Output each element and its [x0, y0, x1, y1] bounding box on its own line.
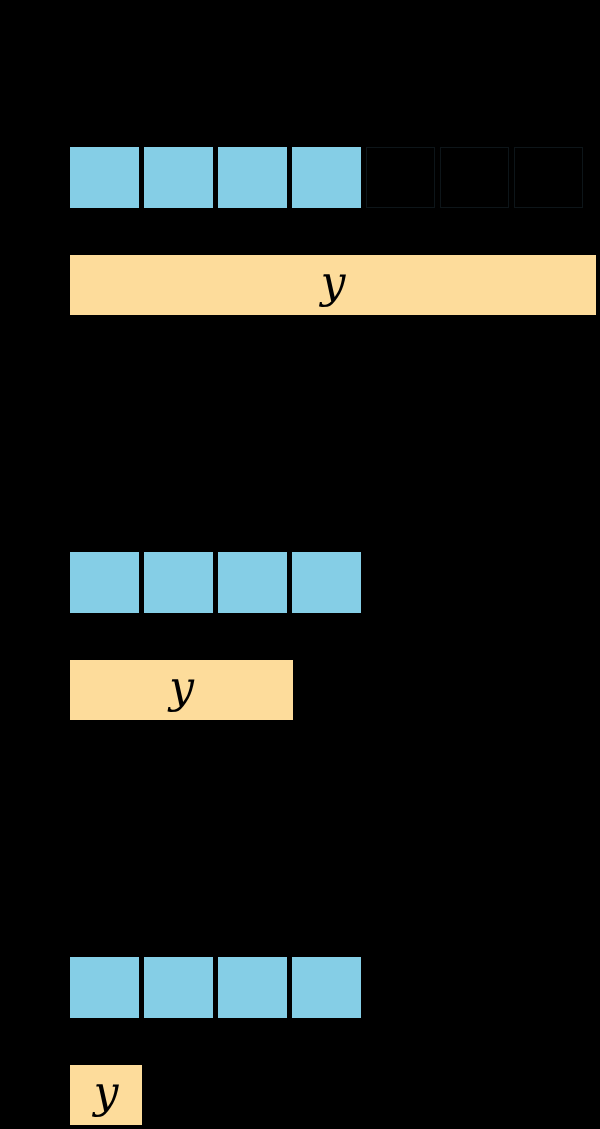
cell[interactable]	[218, 957, 287, 1018]
y-bar-3: y	[70, 1065, 142, 1125]
y-label: y	[320, 257, 346, 308]
cell[interactable]	[292, 552, 361, 613]
cell[interactable]	[292, 957, 361, 1018]
cell[interactable]	[144, 957, 213, 1018]
cell[interactable]	[292, 147, 361, 208]
cell[interactable]	[144, 147, 213, 208]
cell[interactable]	[218, 147, 287, 208]
cell[interactable]	[218, 552, 287, 613]
y-label: y	[169, 662, 194, 713]
cell[interactable]	[70, 552, 139, 613]
y-bar-1: y	[70, 255, 596, 315]
cell-row-3	[70, 957, 366, 1018]
cell[interactable]	[70, 957, 139, 1018]
cell[interactable]	[144, 552, 213, 613]
cell[interactable]	[366, 147, 435, 208]
y-bar-2: y	[70, 660, 293, 720]
cell-row-2	[70, 552, 366, 613]
cell[interactable]	[514, 147, 583, 208]
cell[interactable]	[440, 147, 509, 208]
y-label: y	[93, 1067, 119, 1118]
cell-row-1	[70, 147, 588, 208]
cell[interactable]	[70, 147, 139, 208]
